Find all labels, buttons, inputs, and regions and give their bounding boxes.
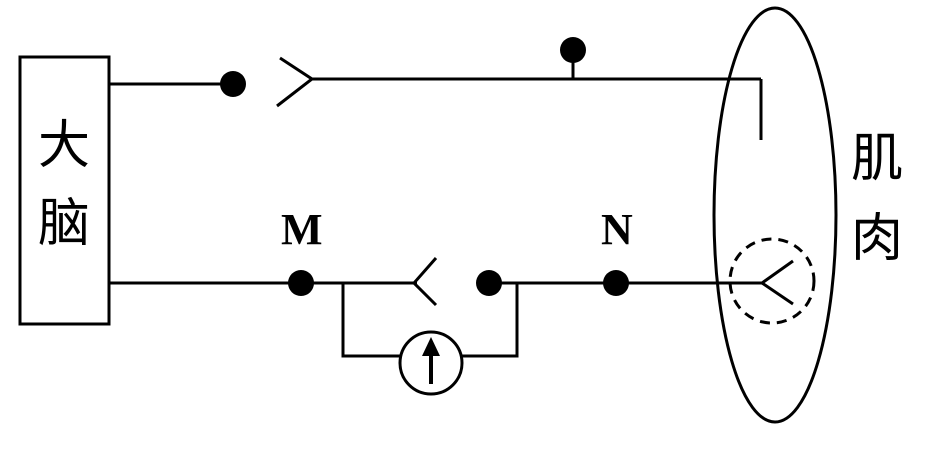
point-n-label: N bbox=[601, 205, 633, 254]
upper-synapse-fork bbox=[276, 56, 315, 108]
galvanometer-icon bbox=[398, 330, 464, 396]
muscle-label-2: 肉 bbox=[851, 209, 904, 269]
upper-branch-dot bbox=[560, 37, 586, 63]
meter-wire-right bbox=[462, 283, 519, 358]
dashed-circle-receptor-icon bbox=[728, 237, 816, 325]
brain-box bbox=[18, 55, 111, 326]
muscle-ellipse bbox=[712, 6, 838, 424]
lower-synapse-fork bbox=[411, 257, 438, 307]
point-m-dot bbox=[288, 270, 314, 296]
brain-label-2: 脑 bbox=[38, 194, 91, 254]
brain-label-1: 大 bbox=[38, 116, 91, 176]
point-m-label: M bbox=[281, 205, 323, 254]
muscle-label-1: 肌 bbox=[851, 129, 904, 189]
point-n-dot bbox=[603, 270, 629, 296]
meter-wire-left bbox=[341, 283, 400, 358]
upper-dot bbox=[220, 71, 246, 97]
